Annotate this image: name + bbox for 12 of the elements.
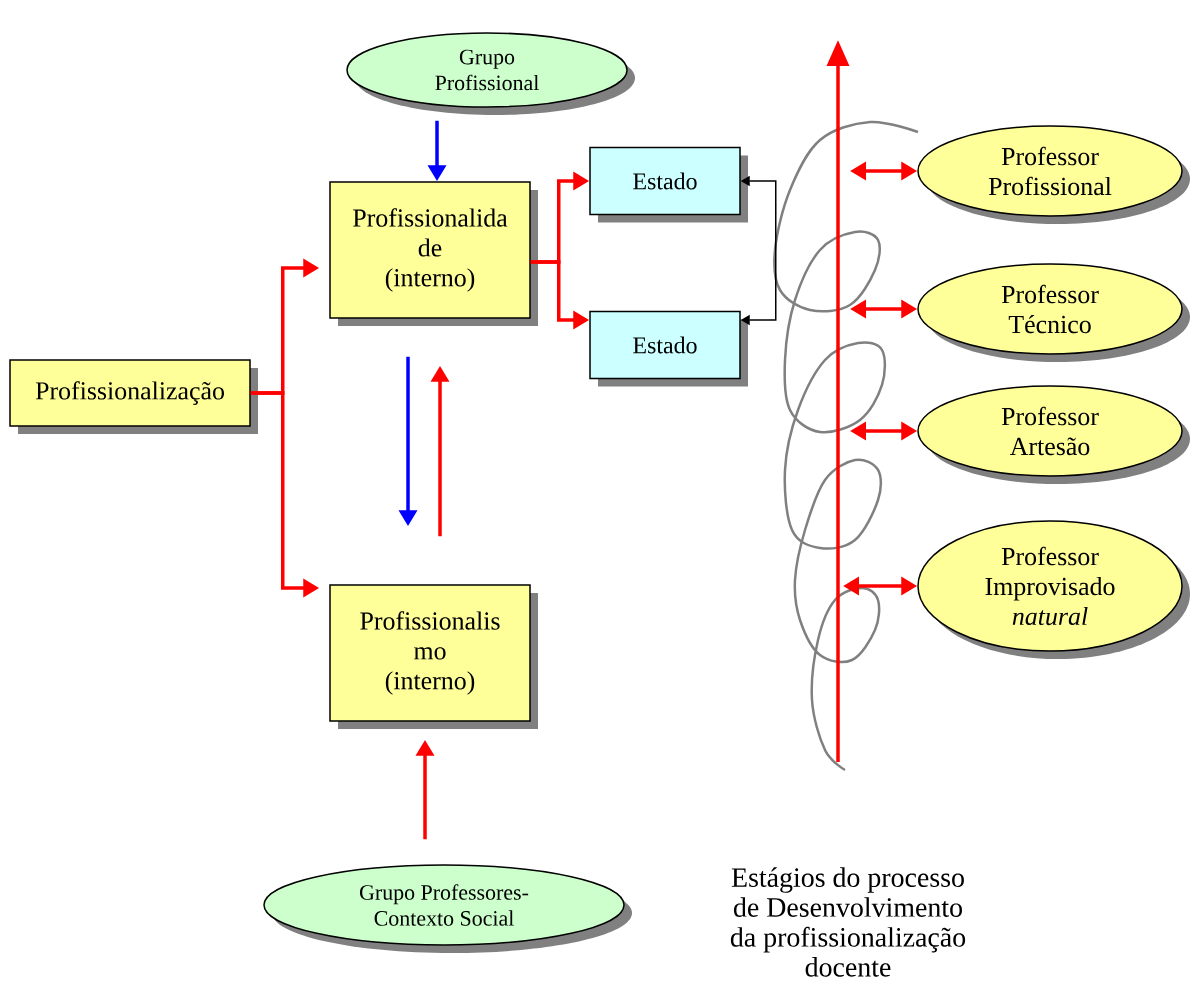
ellipse-node: Grupo Professores- Contexto Social [263, 864, 632, 953]
caption-text: Estágios do processo de Desenvolvimento da profissionalização docente [730, 867, 966, 977]
process-box: Profissionalização [9, 359, 258, 434]
ellipse-node: Professor Profissional [917, 125, 1190, 224]
process-box: Profissionalida de (interno) [329, 181, 538, 326]
ellipse-node: Professor Técnico [917, 263, 1190, 362]
process-box: Estado [589, 310, 748, 387]
ellipse-node: Professor Improvisado natural [917, 520, 1190, 659]
process-box: Estado [589, 146, 748, 223]
process-box: Profissionalis mo (interno) [329, 584, 538, 729]
ellipse-node: Professor Artesão [917, 385, 1190, 484]
ellipse-node: Grupo Profissional [346, 32, 635, 115]
